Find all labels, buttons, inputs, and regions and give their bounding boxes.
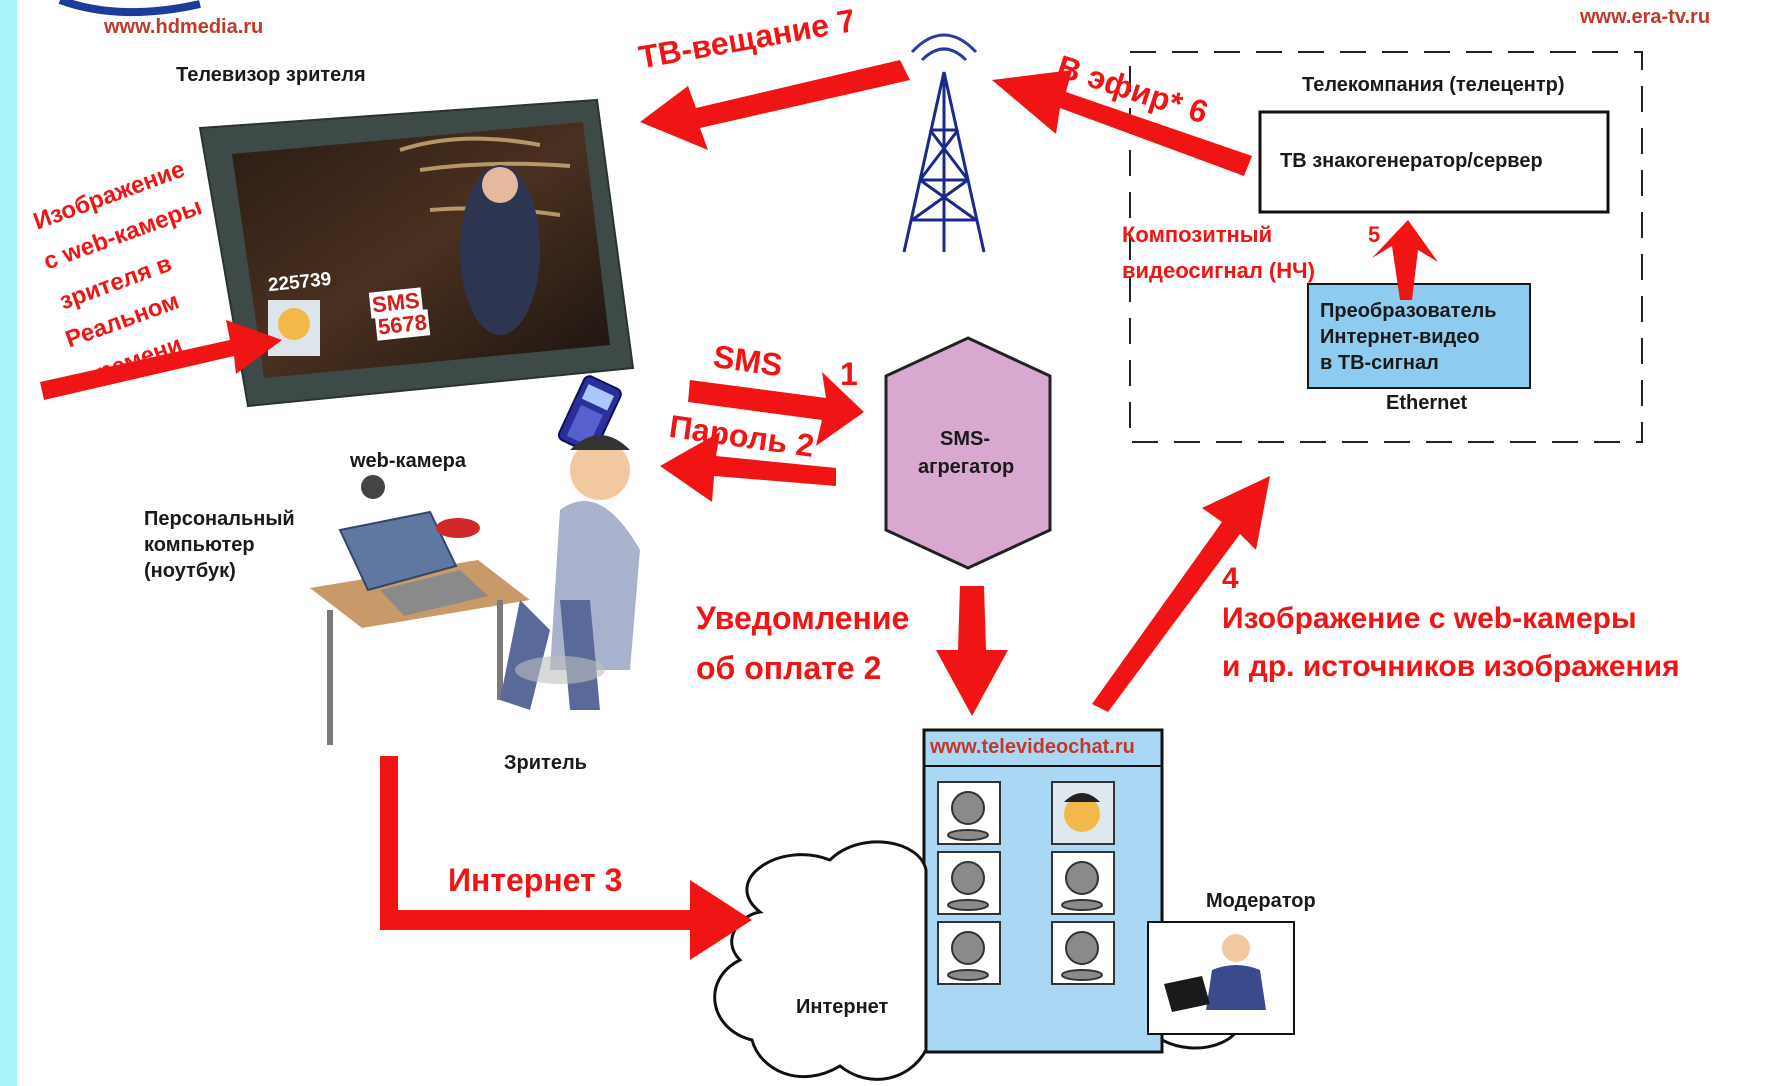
arrow-left-viewer — [40, 320, 282, 400]
hdmedia-logo — [58, 0, 201, 17]
viewer-illustration — [310, 435, 640, 745]
left-accent-strip — [0, 0, 17, 1086]
notify-label-1: Уведомление — [696, 600, 910, 636]
server-box — [1258, 110, 1610, 214]
sms-aggregator-label-2: агрегатор — [918, 456, 1015, 478]
moderator-label: Модератор — [1206, 890, 1316, 912]
era-url[interactable]: www.era-tv.ru — [1580, 6, 1711, 28]
site-url[interactable]: www.televideochat.ru — [930, 736, 1135, 758]
mobile-phone-icon — [557, 375, 622, 454]
arrow-on-air — [992, 70, 1252, 176]
arrow-composite — [1372, 220, 1438, 300]
internet-label: Интернет 3 — [448, 862, 623, 898]
webcam-label: web-камера — [350, 450, 466, 472]
image-label-2: и др. источников изображения — [1222, 650, 1680, 683]
pc-label-2: компьютер — [144, 534, 255, 556]
pc-label-3: (ноутбук) — [144, 560, 236, 582]
antenna-tower-icon — [902, 33, 986, 253]
viewer-tv — [198, 98, 635, 408]
tvcompany-label: Телекомпания (телецентр) — [1302, 74, 1565, 96]
sms-number: 1 — [840, 356, 858, 392]
tv-sms-label-2: 5678 — [374, 309, 431, 341]
composite-label-2: видеосигнал (НЧ) — [1122, 258, 1315, 283]
image-number: 4 — [1222, 562, 1239, 595]
composite-number: 5 — [1368, 222, 1381, 247]
arrow-sms — [688, 372, 864, 446]
arrow-password — [660, 432, 836, 502]
moderator-icon — [1147, 921, 1295, 1035]
arrow-internet — [380, 756, 752, 960]
arrow-image — [1092, 476, 1270, 712]
cloud-icon — [713, 840, 928, 1081]
tvcompany-box — [1129, 51, 1643, 443]
ethernet-label: Ethernet — [1386, 392, 1468, 414]
converter-label-3: в ТВ-сигнал — [1320, 352, 1439, 374]
arrow-tv-broadcast — [640, 60, 910, 150]
converter-label-2: Интернет-видео — [1320, 326, 1480, 348]
converter-box — [1307, 283, 1531, 389]
notify-label-2: об оплате 2 — [696, 650, 882, 686]
converter-label-1: Преобразователь — [1320, 300, 1497, 322]
pc-label-1: Персональный — [144, 508, 295, 530]
tv-label: Телевизор зрителя — [176, 64, 366, 86]
arrow-notify — [936, 586, 1008, 716]
internet-cloud-label: Интернет — [796, 996, 889, 1018]
sms-aggregator-hexagon — [884, 336, 1052, 570]
user-avatar-icon — [1051, 781, 1115, 845]
viewer-label: Зритель — [504, 752, 587, 774]
image-label-1: Изображение с web-камеры — [1222, 602, 1637, 635]
sms-aggregator-label-1: SMS- — [940, 428, 990, 450]
server-label: ТВ знакогенератор/сервер — [1280, 150, 1543, 172]
hdmedia-url[interactable]: www.hdmedia.ru — [104, 16, 264, 38]
composite-label-1: Композитный — [1122, 222, 1273, 247]
webcam-icon — [937, 781, 1115, 985]
